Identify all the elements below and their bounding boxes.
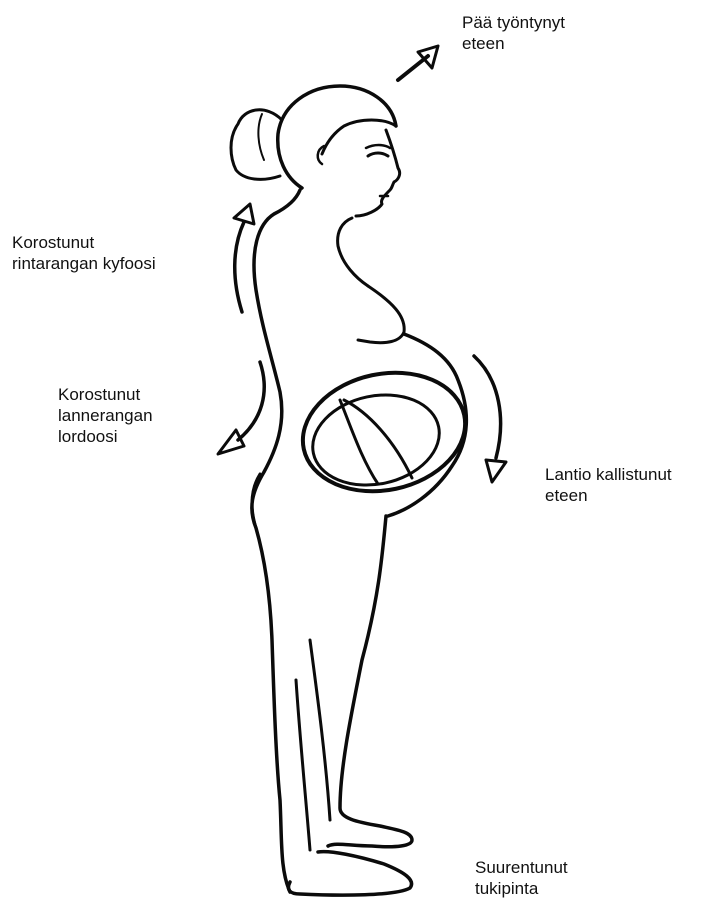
label-head-forward-line-2: eteen: [462, 33, 565, 54]
neck-front: [338, 218, 368, 286]
hair-bun: [231, 110, 282, 180]
pelvis-arrow-head: [486, 460, 506, 482]
back-line: [252, 190, 300, 892]
label-lordosis-line-3: lordoosi: [58, 426, 153, 447]
kyphosis-arrow-head: [234, 204, 254, 224]
inner-leg-a: [310, 640, 330, 820]
label-pelvis-tilted: Lantio kallistunut eteen: [545, 464, 672, 506]
lordosis-arrow-shaft: [238, 362, 264, 440]
label-lordosis-line-1: Korostunut: [58, 384, 153, 405]
breast: [358, 286, 404, 343]
front-leg: [328, 516, 412, 847]
label-pelvis-line-2: eteen: [545, 485, 672, 506]
inner-leg-b: [296, 680, 310, 850]
label-head-forward-line-1: Pää työntynyt: [462, 12, 565, 33]
label-support-line-1: Suurentunut: [475, 857, 568, 878]
label-kyphosis-line-2: rintarangan kyfoosi: [12, 253, 156, 274]
label-lumbar-lordosis: Korostunut lannerangan lordoosi: [58, 384, 153, 447]
label-support-base: Suurentunut tukipinta: [475, 857, 568, 899]
label-kyphosis-line-1: Korostunut: [12, 232, 156, 253]
kyphosis-arrow-shaft: [235, 222, 244, 312]
label-head-forward: Pää työntynyt eteen: [462, 12, 565, 54]
pelvis-line-a: [340, 400, 378, 484]
label-lordosis-line-2: lannerangan: [58, 405, 153, 426]
pelvis-arrow-shaft: [474, 356, 501, 458]
label-thoracic-kyphosis: Korostunut rintarangan kyfoosi: [12, 232, 156, 274]
label-support-line-2: tukipinta: [475, 878, 568, 899]
hair-bun-detail: [258, 114, 264, 160]
face-profile: [356, 130, 400, 216]
back-foot: [288, 852, 411, 895]
hairline: [322, 120, 396, 154]
eye: [368, 153, 388, 156]
head-outline: [278, 86, 396, 188]
label-pelvis-line-1: Lantio kallistunut: [545, 464, 672, 485]
lordosis-arrow-head: [218, 430, 244, 454]
eyebrow: [366, 145, 390, 148]
